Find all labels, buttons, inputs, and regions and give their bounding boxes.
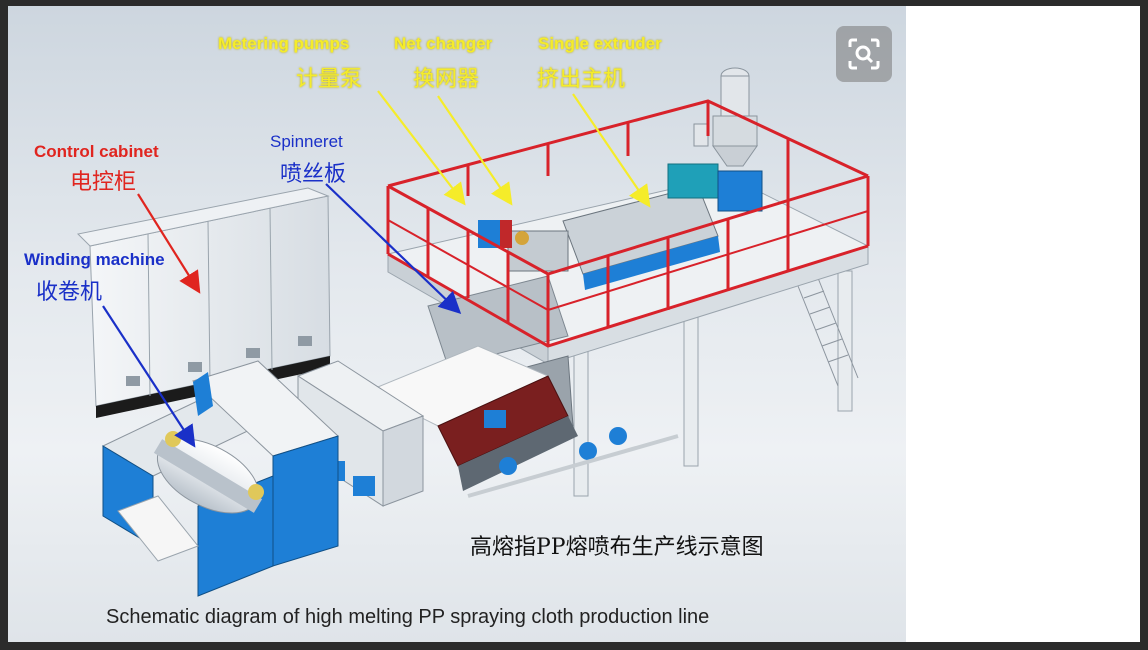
label-net-changer-cn: 换网器 <box>413 67 480 92</box>
label-single-extruder-en: Single extruder <box>538 34 662 53</box>
image-viewer: Metering pumps 计量泵 Net changer 换网器 Singl… <box>8 6 1140 642</box>
label-single-extruder-cn: 挤出主机 <box>537 67 626 92</box>
label-spinneret-cn: 喷丝板 <box>280 162 347 187</box>
label-net-changer-en: Net changer <box>394 34 493 53</box>
production-line-illustration <box>76 67 870 597</box>
label-control-cabinet-cn: 电控柜 <box>70 170 137 195</box>
trough <box>296 360 425 507</box>
label-winding-machine-cn: 收卷机 <box>36 280 103 305</box>
label-metering-pumps-cn: 计量泵 <box>296 67 363 92</box>
label-arrows <box>102 90 651 448</box>
caption-english: Schematic diagram of high melting PP spr… <box>106 606 710 628</box>
winding-machine-assembly <box>101 360 339 597</box>
label-metering-pumps-en: Metering pumps <box>218 34 350 53</box>
stairs <box>797 277 859 387</box>
collector-belt <box>366 345 679 498</box>
arrow-metering-pumps <box>377 90 466 206</box>
label-spinneret-en: Spinneret <box>270 132 343 151</box>
arrow-winding-machine <box>102 305 196 448</box>
zoom-search-icon <box>848 38 880 70</box>
caption-chinese: 高熔指PP熔喷布生产线示意图 <box>470 535 764 560</box>
label-control-cabinet-en: Control cabinet <box>34 142 159 161</box>
arrow-control-cabinet <box>137 193 201 294</box>
arrow-spinneret <box>325 183 462 315</box>
arrow-net-changer <box>437 95 513 206</box>
arrow-single-extruder <box>572 93 651 208</box>
extruder-line <box>478 67 763 290</box>
diagram-image: Metering pumps 计量泵 Net changer 换网器 Singl… <box>8 6 906 642</box>
platform-railing <box>386 99 870 348</box>
label-winding-machine-en: Winding machine <box>24 250 165 269</box>
control-cabinets <box>76 187 331 418</box>
zoom-search-button[interactable] <box>836 26 892 82</box>
